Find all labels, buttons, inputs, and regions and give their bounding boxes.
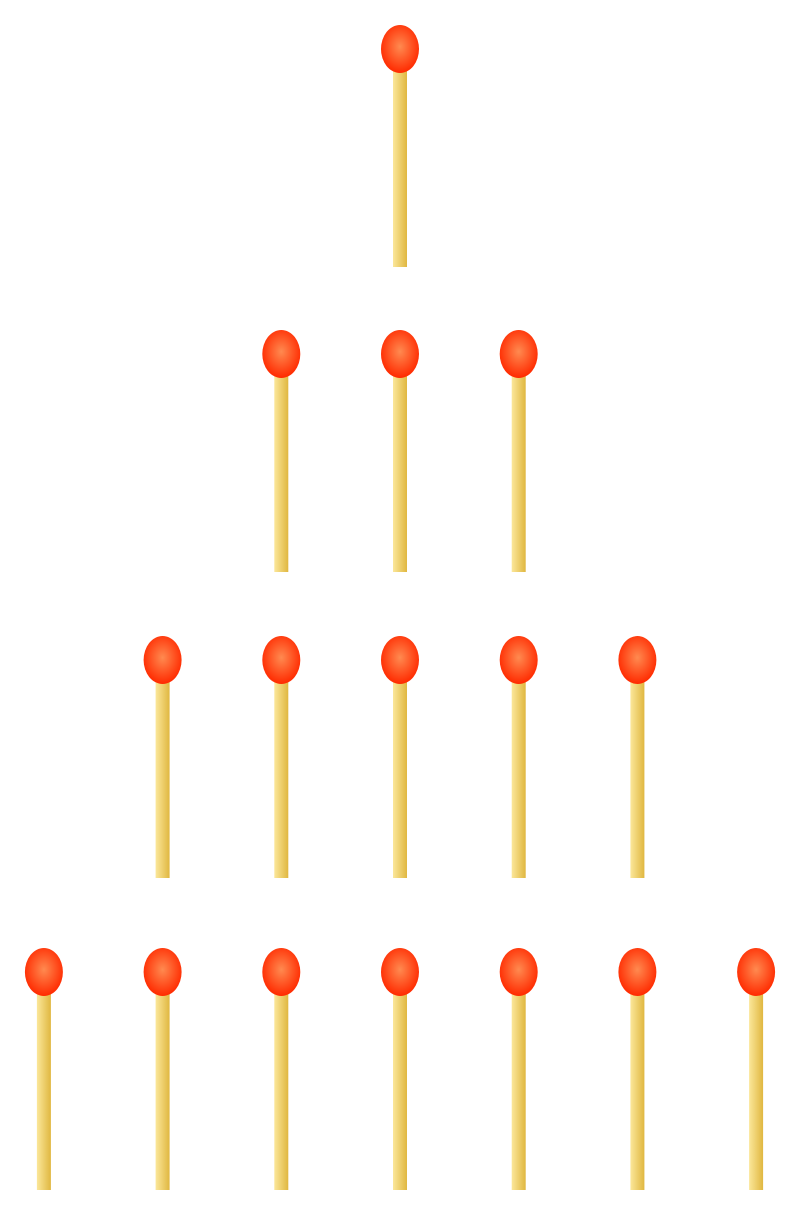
match-stick xyxy=(155,660,170,878)
match-stick xyxy=(393,354,407,572)
matchstick xyxy=(143,636,182,878)
match-head xyxy=(24,948,63,996)
match-head xyxy=(618,636,657,684)
match-head xyxy=(381,948,419,996)
match-head xyxy=(143,948,182,996)
matchstick xyxy=(381,330,419,572)
match-head xyxy=(143,636,182,684)
match-head xyxy=(381,330,419,378)
match-head xyxy=(499,948,538,996)
matchstick xyxy=(618,948,657,1190)
match-head xyxy=(262,636,301,684)
match-stick xyxy=(630,660,645,878)
match-head xyxy=(499,636,538,684)
matchstick xyxy=(737,948,776,1190)
match-head xyxy=(262,330,301,378)
match-stick xyxy=(393,972,407,1190)
match-row-2 xyxy=(262,330,538,572)
matchstick xyxy=(143,948,182,1190)
matchstick xyxy=(381,25,419,267)
match-stick xyxy=(511,660,526,878)
match-row-4 xyxy=(24,948,776,1190)
match-head xyxy=(618,948,657,996)
match-stick xyxy=(393,660,407,878)
matchstick xyxy=(499,948,538,1190)
match-stick xyxy=(511,354,526,572)
match-head xyxy=(262,948,301,996)
matchstick xyxy=(381,636,419,878)
match-row-3 xyxy=(143,636,657,878)
match-head xyxy=(737,948,776,996)
matchstick xyxy=(499,636,538,878)
matchstick xyxy=(499,330,538,572)
match-head xyxy=(381,25,419,73)
match-stick xyxy=(630,972,645,1190)
matchstick xyxy=(262,636,301,878)
match-row-1 xyxy=(381,25,419,267)
match-head xyxy=(499,330,538,378)
matchstick xyxy=(262,948,301,1190)
match-stick xyxy=(274,354,289,572)
match-stick xyxy=(393,49,407,267)
match-head xyxy=(381,636,419,684)
matchstick xyxy=(262,330,301,572)
match-stick xyxy=(155,972,170,1190)
match-stick xyxy=(274,660,289,878)
match-stick xyxy=(749,972,764,1190)
matchstick xyxy=(618,636,657,878)
matchstick xyxy=(24,948,63,1190)
match-stick xyxy=(36,972,51,1190)
match-stick xyxy=(511,972,526,1190)
match-stick xyxy=(274,972,289,1190)
matchstick xyxy=(381,948,419,1190)
